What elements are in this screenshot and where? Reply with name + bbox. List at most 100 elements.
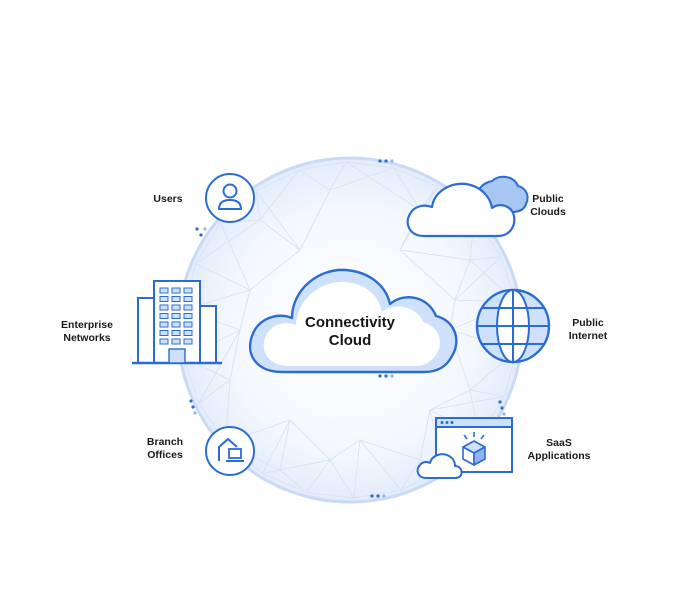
mesh-line — [429, 395, 505, 411]
mesh-line — [306, 491, 354, 499]
mesh-line — [469, 389, 505, 397]
users-label: Users — [145, 193, 191, 206]
branch-offices-label-line1: Branch — [146, 436, 184, 448]
public-clouds-icon — [406, 175, 529, 238]
connectivity-cloud-icon — [248, 268, 458, 374]
mesh-line — [229, 329, 241, 381]
mesh-line — [305, 459, 331, 493]
enterprise-networks-label-line1: Enterprise — [61, 319, 113, 331]
center-label: Connectivity Cloud — [270, 314, 430, 350]
building-window — [171, 338, 181, 345]
building-window — [159, 287, 169, 294]
building-window — [183, 321, 193, 328]
mesh-line — [249, 249, 301, 291]
mesh-line — [289, 419, 331, 461]
mesh-line — [259, 219, 301, 251]
mesh-line — [220, 222, 251, 291]
enterprise-networks-label-line2: Networks — [63, 332, 111, 344]
mesh-line — [329, 459, 355, 499]
building-window — [171, 296, 181, 302]
building-window — [171, 330, 181, 336]
mesh-line — [198, 329, 241, 404]
mesh-line — [329, 167, 394, 191]
building-window — [183, 330, 193, 336]
mesh-line — [255, 190, 301, 251]
building-window — [171, 287, 181, 294]
user-icon — [205, 173, 255, 223]
building-window — [171, 304, 181, 311]
saas-app-icon — [416, 417, 513, 479]
building-window — [183, 313, 193, 319]
mesh-line — [262, 472, 307, 493]
mesh-line — [469, 256, 502, 261]
mesh-line — [298, 161, 347, 171]
public-internet-label-line1: Public — [572, 317, 604, 329]
mesh-line — [393, 167, 421, 211]
mesh-line — [399, 249, 471, 261]
mesh-line — [346, 161, 394, 169]
users-label-text: Users — [153, 193, 183, 205]
building-window — [159, 296, 169, 302]
public-clouds-label: Public Clouds — [522, 193, 574, 219]
mesh-line — [359, 439, 421, 461]
building-window — [183, 338, 193, 345]
building-window — [183, 287, 193, 294]
mesh-line — [329, 161, 347, 191]
mesh-line — [359, 439, 402, 491]
mesh-line — [262, 419, 291, 474]
enterprise-networks-label: Enterprise Networks — [54, 319, 120, 345]
mesh-line — [419, 409, 431, 461]
center-label-line1: Connectivity — [304, 314, 395, 331]
mesh-line — [454, 256, 502, 301]
public-clouds-label-line2: Clouds — [530, 206, 566, 218]
mesh-line — [353, 489, 402, 499]
building-icon — [132, 280, 222, 365]
saas-applications-label: SaaS Applications — [524, 437, 594, 463]
building-window — [159, 330, 169, 336]
building-window — [159, 338, 169, 345]
mesh-line — [195, 263, 251, 291]
building-window — [159, 313, 169, 319]
mesh-line — [345, 161, 421, 211]
mesh-line — [279, 459, 331, 471]
mesh-line — [400, 459, 421, 491]
mesh-line — [195, 222, 221, 264]
mesh-line — [298, 169, 331, 191]
mesh-line — [255, 169, 300, 192]
saas-applications-label-line2: Applications — [527, 450, 591, 462]
branch-office-icon — [205, 426, 255, 476]
mesh-line — [279, 469, 307, 493]
mesh-line — [399, 249, 456, 301]
building-window — [171, 313, 181, 319]
public-internet-label: Public Internet — [562, 317, 614, 343]
mesh-line — [195, 219, 261, 265]
public-clouds-label-line1: Public — [532, 193, 564, 205]
mesh-line — [429, 389, 471, 411]
globe-icon — [475, 288, 551, 364]
center-label-line2: Cloud — [328, 332, 372, 349]
mesh-line — [279, 419, 291, 471]
saas-applications-label-line1: SaaS — [546, 437, 572, 449]
mesh-line — [183, 357, 200, 404]
mesh-line — [299, 189, 331, 251]
mesh-line — [329, 439, 361, 461]
mesh-line — [454, 259, 471, 301]
mesh-line — [393, 167, 438, 188]
building-window — [183, 304, 193, 311]
building-window — [171, 321, 181, 328]
mesh-line — [262, 469, 281, 474]
branch-offices-label: Branch Offices — [138, 436, 192, 462]
mesh-line — [255, 190, 261, 221]
mesh-line — [259, 169, 300, 221]
building-window — [183, 296, 193, 302]
mesh-line — [353, 439, 361, 499]
building-window — [159, 304, 169, 311]
building-window — [159, 321, 169, 328]
mesh-line — [198, 379, 231, 404]
connector-dots — [189, 159, 506, 498]
public-internet-label-line2: Internet — [568, 330, 608, 342]
mesh-line — [239, 289, 251, 331]
branch-offices-label-line2: Offices — [147, 449, 183, 461]
